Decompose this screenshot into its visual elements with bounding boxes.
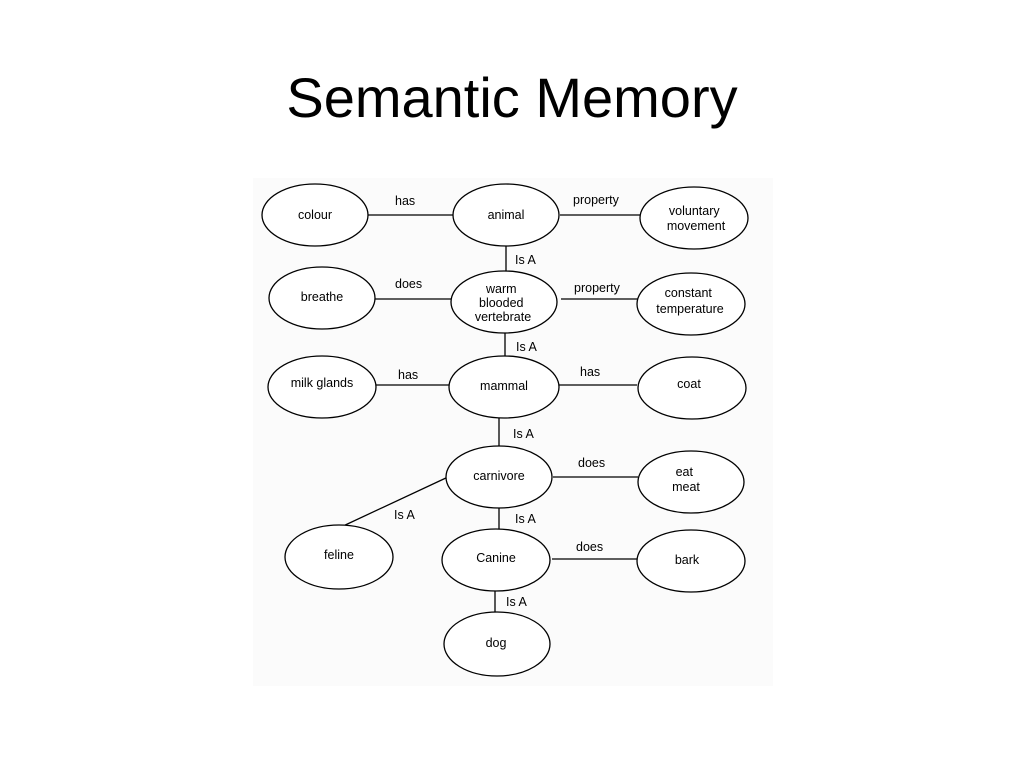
node-eat-meat-line-2: meat	[672, 480, 700, 494]
node-voluntary-movement-line-2: movement	[667, 219, 726, 233]
node-constant-temperature-line-2: temperature	[656, 302, 723, 316]
node-warm-blooded-line-1: warm	[485, 282, 517, 296]
node-warm-blooded-line-3: vertebrate	[475, 310, 531, 324]
node-coat: coat	[637, 356, 747, 420]
node-animal-label: animal	[488, 208, 525, 222]
node-warm-blooded-vertebrate: warm blooded vertebrate	[450, 270, 558, 334]
edge-label-mammal-carnivore: Is A	[513, 427, 535, 441]
node-warm-blooded-vertebrate-label: warm blooded vertebrate	[475, 282, 531, 324]
node-voluntary-movement: voluntary movement	[639, 186, 749, 250]
node-milk-glands: milk glands	[267, 355, 377, 419]
edge-line-feline-carnivore	[340, 476, 449, 528]
edge-label-warm-blooded-mammal: Is A	[516, 340, 538, 354]
node-mammal-label: mammal	[480, 379, 528, 393]
node-dog-label: dog	[486, 636, 507, 650]
node-constant-temperature: constant temperature	[636, 272, 746, 336]
node-canine: Canine	[441, 528, 551, 592]
node-eat-meat-line-1: eat	[676, 465, 694, 479]
slide-title: Semantic Memory	[286, 66, 738, 129]
node-feline: feline	[284, 524, 394, 590]
node-feline-label: feline	[324, 548, 354, 562]
node-dog: dog	[443, 611, 551, 677]
node-bark-label: bark	[675, 553, 700, 567]
edge-label-mammal-coat: has	[580, 365, 600, 379]
semantic-network-diagram: has property Is A does property Is A has…	[253, 178, 773, 686]
semantic-network-svg: has property Is A does property Is A has…	[261, 183, 749, 677]
edge-label-warm-blooded-constant-temperature: property	[574, 281, 621, 295]
node-carnivore-label: carnivore	[473, 469, 524, 483]
node-constant-temperature-line-1: constant	[665, 286, 713, 300]
node-canine-label: Canine	[476, 551, 516, 565]
node-colour: colour	[261, 183, 369, 247]
node-animal: animal	[452, 183, 560, 247]
node-colour-label: colour	[298, 208, 332, 222]
edge-label-carnivore-canine: Is A	[515, 512, 537, 526]
edge-label-animal-voluntary-movement: property	[573, 193, 620, 207]
node-mammal: mammal	[448, 355, 560, 419]
edge-label-carnivore-eat-meat: does	[578, 456, 605, 470]
node-breathe: breathe	[268, 266, 376, 330]
node-coat-label: coat	[677, 377, 701, 391]
node-carnivore: carnivore	[445, 445, 553, 509]
edge-label-animal-warm-blooded: Is A	[515, 253, 537, 267]
node-eat-meat: eat meat	[637, 450, 745, 514]
node-bark: bark	[636, 529, 746, 593]
node-voluntary-movement-line-1: voluntary	[669, 204, 720, 218]
edge-label-canine-bark: does	[576, 540, 603, 554]
node-milk-glands-label: milk glands	[291, 376, 354, 390]
node-warm-blooded-line-2: blooded	[479, 296, 524, 310]
edge-label-colour-animal: has	[395, 194, 415, 208]
node-eat-meat-label: eat meat	[672, 465, 700, 494]
node-breathe-label: breathe	[301, 290, 343, 304]
edge-label-breathe-warm-blooded: does	[395, 277, 422, 291]
edge-label-feline-carnivore: Is A	[394, 508, 416, 522]
node-constant-temperature-label: constant temperature	[656, 286, 723, 316]
edge-label-canine-dog: Is A	[506, 595, 528, 609]
node-voluntary-movement-label: voluntary movement	[667, 204, 726, 233]
edge-label-milk-glands-mammal: has	[398, 368, 418, 382]
